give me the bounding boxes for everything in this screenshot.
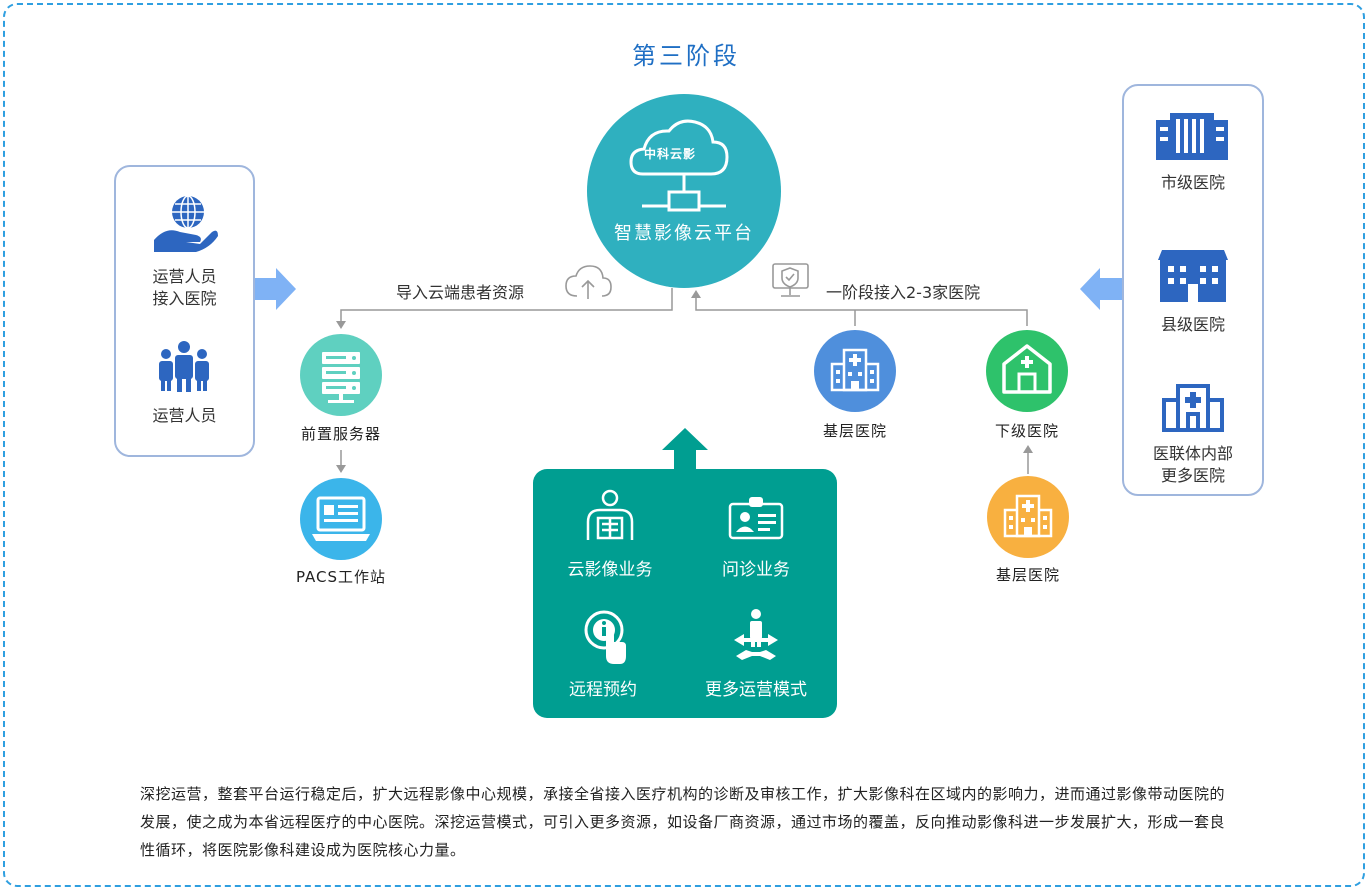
lower-hospital-circle bbox=[986, 330, 1068, 412]
page-title: 第三阶段 bbox=[632, 42, 740, 70]
business-item-label-1: 云影像业务 bbox=[567, 560, 653, 580]
arrowhead-server bbox=[336, 321, 346, 329]
business-item-label-4: 更多运营模式 bbox=[705, 680, 807, 700]
hospital-building-icon bbox=[1003, 494, 1053, 538]
left-item-label-1: 运营人员 接入医院 bbox=[114, 266, 255, 310]
left-big-arrow bbox=[254, 268, 296, 310]
cloud-upload-icon bbox=[565, 265, 612, 299]
server-rack-icon bbox=[322, 352, 360, 403]
connector-hospitals-to-cloud bbox=[695, 298, 1028, 326]
left-item-1-line1: 运营人员 bbox=[152, 267, 217, 286]
connector-right-text: 一阶段接入2-3家医院 bbox=[826, 283, 981, 302]
base-hospital-top-label: 基层医院 bbox=[822, 422, 887, 440]
right-item-3-line2: 更多医院 bbox=[1160, 466, 1225, 485]
business-box bbox=[533, 469, 837, 718]
cloud-platform-circle bbox=[587, 94, 781, 288]
pacs-circle bbox=[300, 478, 382, 560]
laptop-icon bbox=[312, 496, 370, 541]
cloud-brand-text: 中科云影 bbox=[643, 147, 696, 161]
front-server-circle bbox=[300, 334, 382, 416]
right-big-arrow bbox=[1080, 268, 1122, 310]
monitor-shield-icon bbox=[772, 263, 809, 297]
right-item-3-line1: 医联体内部 bbox=[1152, 444, 1233, 463]
dashed-frame bbox=[3, 3, 1365, 887]
right-item-label-2: 县级医院 bbox=[1160, 315, 1225, 334]
arrowhead-pacs bbox=[336, 465, 346, 473]
info-touch-icon bbox=[584, 610, 626, 664]
lower-hospital-label: 下级医院 bbox=[994, 422, 1059, 440]
doctor-id-card-icon bbox=[728, 497, 784, 540]
arrowhead-cloud bbox=[691, 290, 701, 298]
cloud-network-icon bbox=[629, 119, 729, 212]
left-panel bbox=[114, 165, 255, 457]
left-item-1-line2: 接入医院 bbox=[152, 289, 217, 308]
arrowhead-lower bbox=[1023, 445, 1033, 453]
connector-cloud-to-server bbox=[340, 288, 673, 322]
base-hospital-top-circle bbox=[814, 330, 896, 412]
business-item-label-2: 问诊业务 bbox=[722, 560, 790, 580]
hospital-building-icon bbox=[830, 348, 880, 392]
base-hospital-bottom-label: 基层医院 bbox=[995, 566, 1060, 584]
right-item-label-1: 市级医院 bbox=[1160, 173, 1225, 192]
business-up-arrow bbox=[662, 428, 708, 470]
base-hospital-bottom-circle bbox=[987, 476, 1069, 558]
crossroads-person-icon bbox=[734, 609, 778, 660]
xray-person-icon bbox=[586, 489, 634, 540]
right-item-label-3: 医联体内部 更多医院 bbox=[1122, 443, 1264, 487]
description-paragraph: 深挖运营，整套平台运行稳定后，扩大远程影像中心规模，承接全省接入医疗机构的诊断及… bbox=[140, 785, 1226, 859]
cloud-platform-label: 智慧影像云平台 bbox=[614, 223, 754, 244]
left-item-label-2: 运营人员 bbox=[152, 406, 217, 425]
pacs-label: PACS工作站 bbox=[295, 568, 387, 586]
house-cross-icon bbox=[1002, 344, 1052, 394]
connector-left-text: 导入云端患者资源 bbox=[396, 283, 525, 302]
business-item-label-3: 远程预约 bbox=[569, 680, 637, 700]
front-server-label: 前置服务器 bbox=[300, 425, 381, 443]
